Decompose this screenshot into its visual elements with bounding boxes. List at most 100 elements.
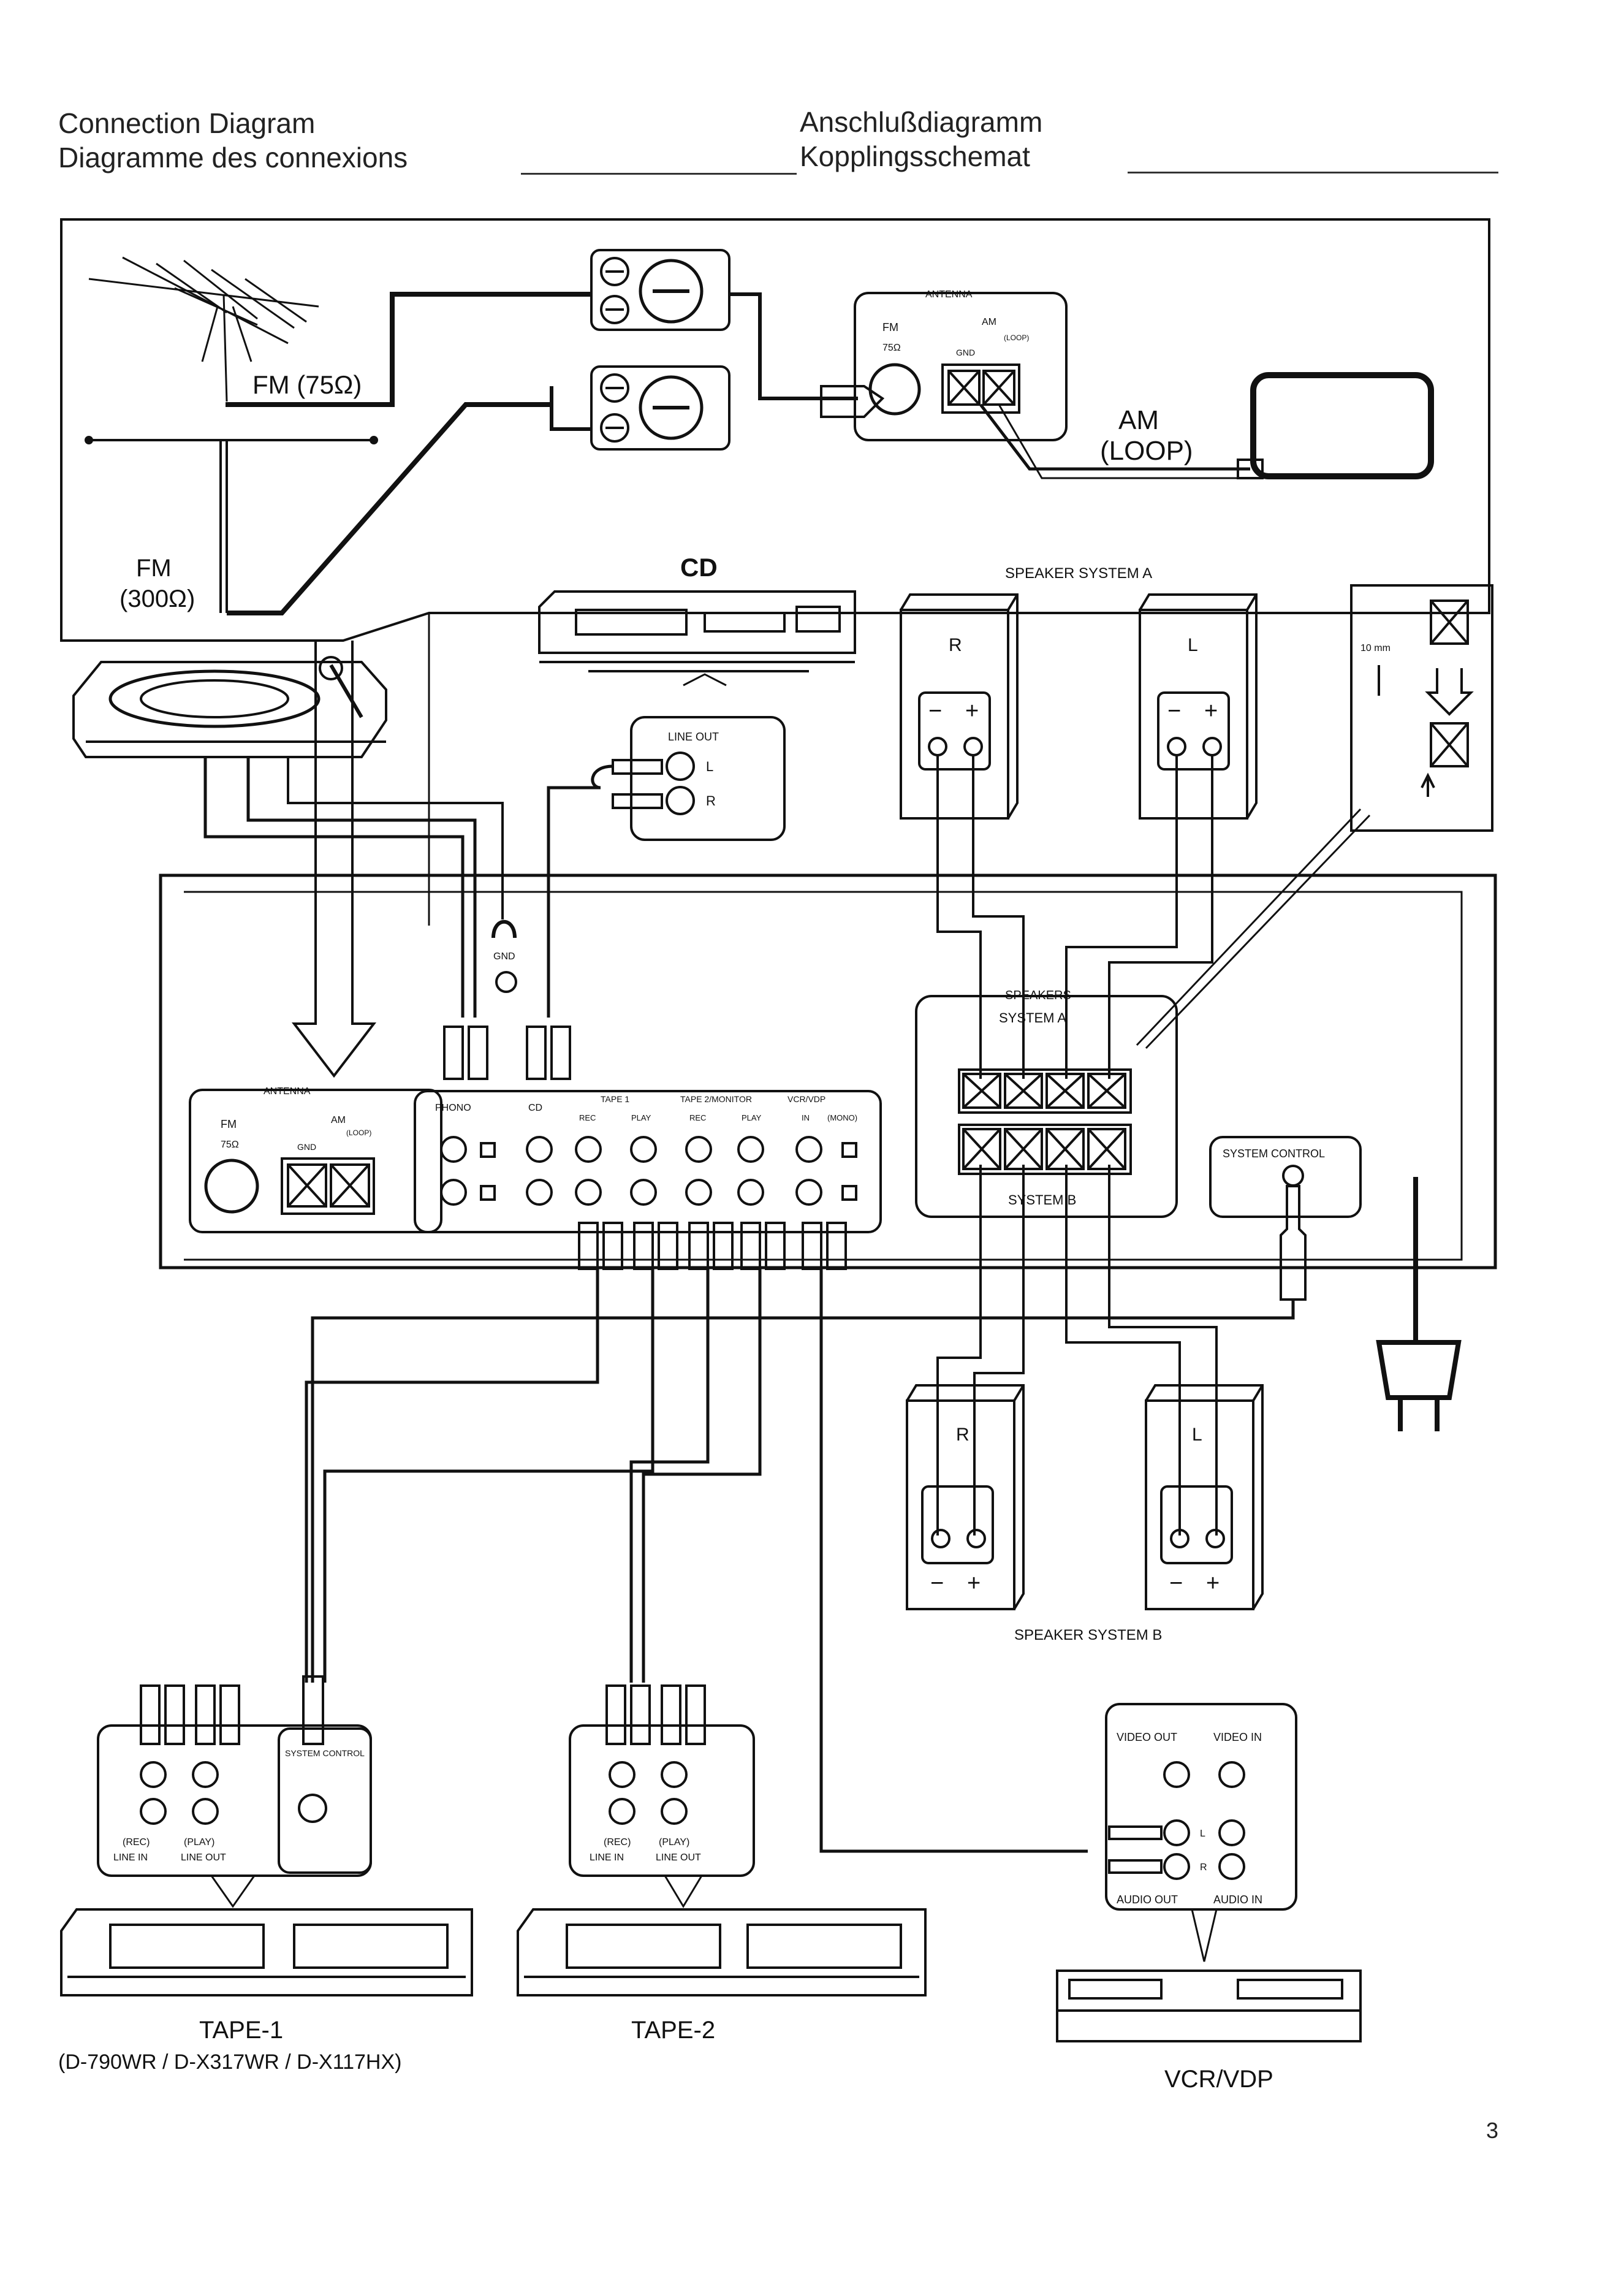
tape2-play-2: LINE OUT xyxy=(656,1852,701,1863)
speaker-system-b-title: SPEAKER SYSTEM B xyxy=(1014,1627,1162,1643)
speaker-a-l-minus: − xyxy=(1167,698,1181,724)
vcr-video-out-label: VIDEO OUT xyxy=(1117,1731,1177,1743)
vcr-callout xyxy=(1191,1909,1218,1962)
receiver-panel-fm: FM xyxy=(221,1118,237,1130)
cd-jack-l-label: L xyxy=(706,759,713,774)
panel-am-top: AM xyxy=(982,317,996,327)
speaker-b-r-wire-plus xyxy=(973,1165,1025,1536)
panel-gnd-top: GND xyxy=(956,348,975,357)
receiver-panel-75: 75Ω xyxy=(221,1140,239,1150)
page-number: 3 xyxy=(1486,2118,1499,2143)
tape2-jack-3 xyxy=(609,1798,636,1825)
tape1-jack-2 xyxy=(192,1761,219,1788)
tape2-label: TAPE-2 xyxy=(631,2017,715,2044)
tape2-plugs xyxy=(605,1684,706,1745)
power-plug-icon xyxy=(1376,1340,1462,1431)
tape1-play-label: PLAY xyxy=(631,1113,651,1122)
speaker-b-r-label: R xyxy=(956,1425,969,1445)
speaker-a-right xyxy=(900,593,1019,820)
tape2-jack-2 xyxy=(661,1761,688,1788)
vcr-deck-icon xyxy=(1056,1970,1362,2042)
speaker-terminals-system-b xyxy=(958,1124,1132,1175)
am-loop-cable-2 xyxy=(998,404,1244,479)
tape1-plugs xyxy=(140,1675,324,1745)
tape2-rec-label: REC xyxy=(689,1113,706,1122)
vcr-video-out-jack xyxy=(1163,1761,1190,1788)
tape2-play-label: PLAY xyxy=(742,1113,762,1122)
gnd-label: GND xyxy=(493,951,515,962)
cd-player-icon xyxy=(538,590,856,672)
speaker-terminal-panel xyxy=(915,995,1178,1218)
tape1-sc-jack-icon xyxy=(298,1794,327,1823)
tape2-rec-2: LINE IN xyxy=(590,1852,624,1863)
speaker-b-l-minus: − xyxy=(1169,1570,1183,1596)
phono-cd-plugs xyxy=(443,1026,571,1080)
am-terminals-top-icon xyxy=(941,363,1020,414)
speaker-b-left xyxy=(1145,1384,1264,1610)
balun-adapter-bottom xyxy=(550,365,730,451)
tape1-cable-play xyxy=(323,1269,655,1683)
vcr-video-in-jack xyxy=(1218,1761,1245,1788)
wire-strip-detail-inset xyxy=(1350,584,1493,832)
gnd-terminal-icon xyxy=(491,919,517,938)
tape2-play-1: (PLAY) xyxy=(659,1837,689,1848)
cd-callout xyxy=(683,673,727,687)
vcr-input-label: VCR/VDP xyxy=(787,1094,825,1104)
system-control-panel xyxy=(1209,1136,1362,1218)
tape1-jack-4 xyxy=(192,1798,219,1825)
speaker-system-a-title: SPEAKER SYSTEM A xyxy=(1005,565,1152,582)
panel-loop-top: (LOOP) xyxy=(1004,333,1029,342)
fm-plug-icon xyxy=(820,385,885,418)
fm300-feeder xyxy=(227,402,552,615)
vcr-mono-label: (MONO) xyxy=(827,1113,857,1122)
am-loop-antenna-icon xyxy=(1237,372,1434,479)
cd-plug-r xyxy=(612,793,663,809)
speaker-a-r-wire-minus xyxy=(936,755,982,1079)
tape1-label: TAPE 1 xyxy=(601,1094,629,1104)
tape2-deck-icon xyxy=(517,1908,927,1996)
input-jack-panel xyxy=(414,1090,882,1233)
cd-jack-r-icon xyxy=(666,786,695,815)
system-control-cable xyxy=(311,1300,1295,1683)
speaker-b-l-plus: + xyxy=(1206,1570,1220,1596)
am-label-2: (LOOP) xyxy=(1100,436,1193,466)
detail-10mm-label: 10 mm xyxy=(1360,643,1391,653)
fm-dipole-antenna-icon xyxy=(85,436,378,613)
speaker-terminals-system-a xyxy=(958,1068,1132,1114)
tape2-jack-panel xyxy=(569,1724,755,1877)
speaker-a-l-wire-minus xyxy=(1065,755,1178,1079)
detail-terminal-2 xyxy=(1430,722,1469,767)
tape2-rec-1: (REC) xyxy=(604,1837,631,1848)
header-rule-left xyxy=(521,173,797,175)
speaker-b-r-plus: + xyxy=(967,1570,981,1596)
tape1-play-1: (PLAY) xyxy=(184,1837,214,1848)
tape1-cable-rec xyxy=(305,1269,599,1683)
fm300-label-2: (300Ω) xyxy=(120,585,195,612)
cd-line-out-panel xyxy=(630,716,786,841)
turntable-icon xyxy=(72,656,387,758)
cd-input-label: CD xyxy=(528,1103,542,1113)
speaker-b-r-wire-minus xyxy=(936,1165,982,1536)
receiver-panel-gnd: GND xyxy=(297,1142,316,1152)
cd-title: CD xyxy=(680,553,718,582)
phono-cable-2 xyxy=(246,757,477,1018)
detail-terminal-1 xyxy=(1430,599,1469,645)
receiver-frame-outer xyxy=(159,873,1497,1269)
tape1-rec-1: (REC) xyxy=(123,1837,150,1848)
tape1-rec-label: REC xyxy=(579,1113,596,1122)
fm75-label: FM (75Ω) xyxy=(252,370,362,399)
fm75-cable xyxy=(226,292,591,407)
title-english: Connection Diagram xyxy=(58,107,316,139)
am-label-1: AM xyxy=(1118,405,1159,435)
cd-jack-l-icon xyxy=(666,752,695,781)
system-control-jack-icon xyxy=(1282,1165,1304,1187)
tape1-deck-icon xyxy=(60,1908,473,1996)
receiver-antenna-title: ANTENNA xyxy=(264,1086,311,1097)
speaker-b-l-label: L xyxy=(1192,1425,1202,1445)
vcr-audio-in-label: AUDIO IN xyxy=(1213,1893,1262,1906)
fm-jack-top-icon xyxy=(868,363,921,416)
vcr-video-in-label: VIDEO IN xyxy=(1213,1731,1262,1743)
speaker-a-l-label: L xyxy=(1188,635,1198,655)
phono-cable-1 xyxy=(203,757,465,1018)
